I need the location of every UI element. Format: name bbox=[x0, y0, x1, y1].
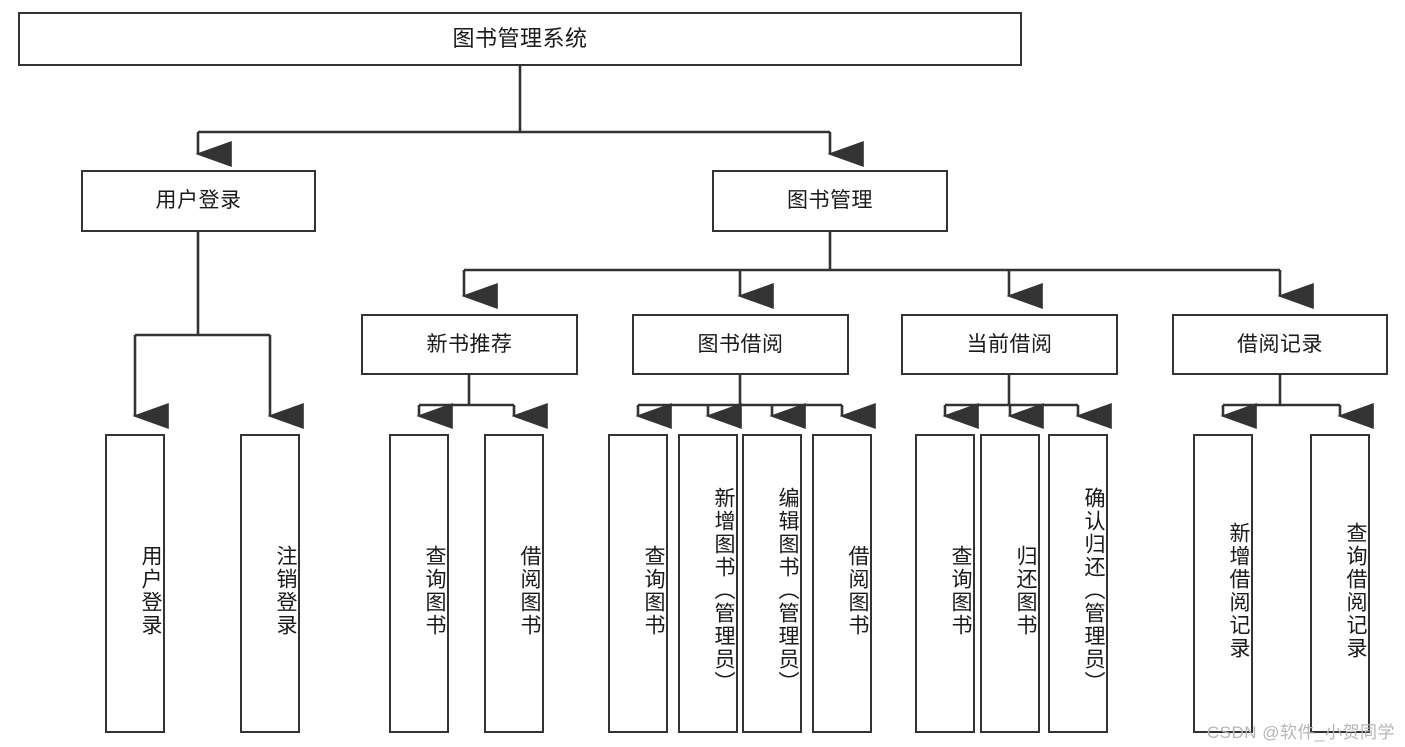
leaf-query-book-2-label: 查询图书 bbox=[642, 544, 665, 637]
leaf-edit-book[interactable]: 编辑图书（管理员） bbox=[742, 434, 802, 733]
node-book-management[interactable]: 图书管理 bbox=[712, 170, 948, 232]
csdn-watermark: CSDN @软件_小贺同学 bbox=[1206, 723, 1395, 742]
node-root-label: 图书管理系统 bbox=[452, 25, 588, 51]
leaf-add-book[interactable]: 新增图书（管理员） bbox=[678, 434, 738, 733]
leaf-confirm-return-label: 确认归还（管理员） bbox=[1082, 487, 1105, 694]
leaf-query-book-2[interactable]: 查询图书 bbox=[608, 434, 668, 733]
leaf-user-login-label: 用户登录 bbox=[139, 544, 162, 637]
node-user-login-label: 用户登录 bbox=[155, 189, 242, 213]
leaf-borrow-book-2-label: 借阅图书 bbox=[846, 544, 869, 637]
leaf-return-book[interactable]: 归还图书 bbox=[980, 434, 1040, 733]
node-root-system[interactable]: 图书管理系统 bbox=[18, 12, 1022, 66]
leaf-user-logout[interactable]: 注销登录 bbox=[240, 434, 300, 733]
node-new-book-recommend-label: 新书推荐 bbox=[426, 332, 513, 356]
leaf-add-record[interactable]: 新增借阅记录 bbox=[1193, 434, 1253, 733]
node-book-management-label: 图书管理 bbox=[787, 189, 873, 213]
leaf-user-logout-label: 注销登录 bbox=[274, 544, 297, 637]
node-borrow-record-label: 借阅记录 bbox=[1237, 332, 1323, 356]
leaf-query-book-1-label: 查询图书 bbox=[423, 544, 446, 637]
leaf-borrow-book-1[interactable]: 借阅图书 bbox=[484, 434, 544, 733]
leaf-borrow-book-2[interactable]: 借阅图书 bbox=[812, 434, 872, 733]
leaf-query-book-3[interactable]: 查询图书 bbox=[915, 434, 975, 733]
node-current-borrow-label: 当前借阅 bbox=[966, 332, 1053, 356]
leaf-edit-book-label: 编辑图书（管理员） bbox=[776, 487, 799, 694]
leaf-confirm-return[interactable]: 确认归还（管理员） bbox=[1048, 434, 1108, 733]
node-user-login[interactable]: 用户登录 bbox=[81, 170, 316, 232]
leaf-add-book-label: 新增图书（管理员） bbox=[712, 487, 735, 694]
leaf-query-book-3-label: 查询图书 bbox=[949, 544, 972, 637]
node-borrow-record[interactable]: 借阅记录 bbox=[1172, 314, 1388, 375]
leaf-return-book-label: 归还图书 bbox=[1014, 544, 1037, 637]
leaf-add-record-label: 新增借阅记录 bbox=[1227, 521, 1250, 660]
leaf-query-record-label: 查询借阅记录 bbox=[1344, 521, 1367, 660]
node-book-borrow[interactable]: 图书借阅 bbox=[632, 314, 849, 375]
leaf-borrow-book-1-label: 借阅图书 bbox=[518, 544, 541, 637]
node-current-borrow[interactable]: 当前借阅 bbox=[901, 314, 1118, 375]
node-new-book-recommend[interactable]: 新书推荐 bbox=[361, 314, 578, 375]
node-book-borrow-label: 图书借阅 bbox=[697, 332, 784, 356]
leaf-user-login[interactable]: 用户登录 bbox=[105, 434, 165, 733]
leaf-query-book-1[interactable]: 查询图书 bbox=[389, 434, 449, 733]
leaf-query-record[interactable]: 查询借阅记录 bbox=[1310, 434, 1370, 733]
